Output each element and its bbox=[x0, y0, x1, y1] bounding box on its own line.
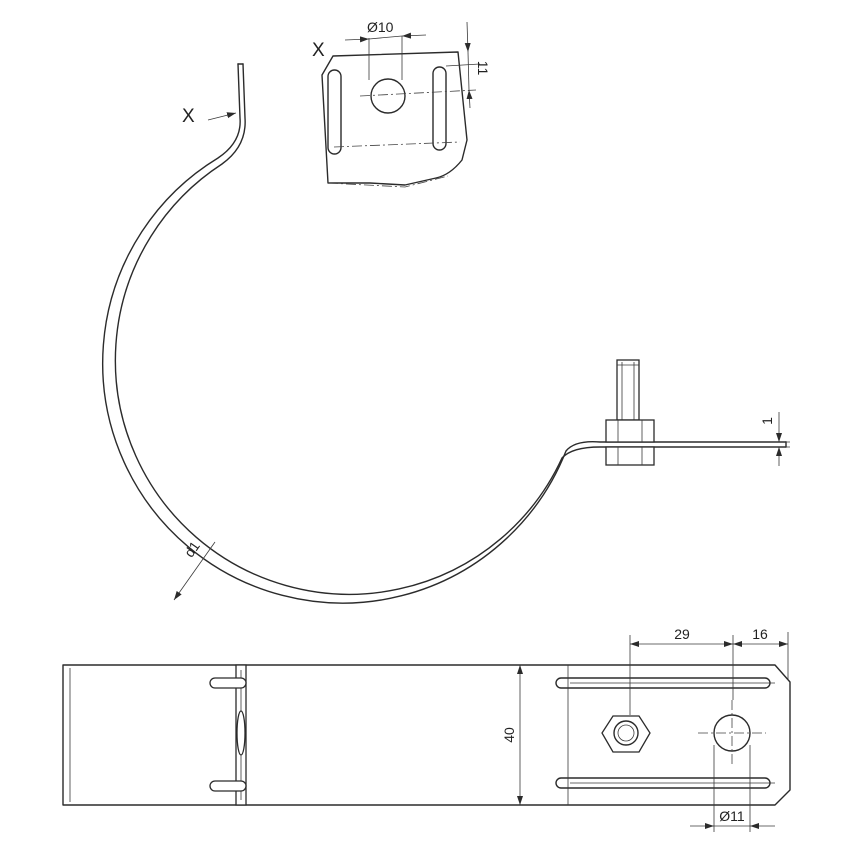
detail-marker-label: X bbox=[182, 106, 195, 127]
detail-x-view: X Ø10 11 bbox=[312, 19, 491, 188]
clamp-band-side-view bbox=[102, 63, 787, 604]
bolt-spacing-label: 29 bbox=[674, 626, 690, 642]
thickness-dimension: 1 bbox=[759, 412, 790, 466]
strip-top-view bbox=[62, 664, 791, 806]
hole-diameter-detail-label: Ø10 bbox=[367, 19, 394, 35]
bolt-spacing-dimension: 29 16 bbox=[629, 626, 789, 715]
hole-diameter-dimension: Ø11 bbox=[690, 745, 775, 832]
hole-diameter-label: Ø11 bbox=[719, 808, 745, 824]
bolt-side-view bbox=[605, 359, 655, 466]
width-label: 40 bbox=[501, 727, 517, 743]
end-offset-label: 16 bbox=[752, 626, 768, 642]
detail-marker: X bbox=[182, 106, 237, 127]
width-dimension: 40 bbox=[501, 665, 523, 805]
slot-offset-label: 11 bbox=[475, 61, 491, 76]
detail-title-label: X bbox=[312, 40, 325, 61]
diameter-label: d1 bbox=[181, 538, 203, 560]
thickness-label: 1 bbox=[759, 417, 775, 425]
